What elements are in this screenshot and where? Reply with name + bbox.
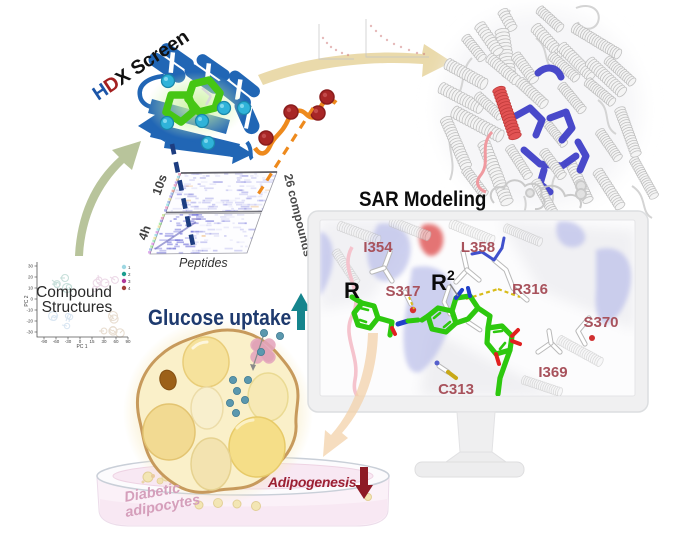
svg-text:S317: S317 <box>385 283 420 300</box>
svg-text:PC 2: PC 2 <box>24 295 30 306</box>
svg-text:-20: -20 <box>26 319 33 324</box>
svg-text:10s: 10s <box>150 173 170 197</box>
svg-text:4: 4 <box>128 286 131 291</box>
svg-text:SAR Modeling: SAR Modeling <box>359 188 486 211</box>
svg-text:0: 0 <box>79 339 82 344</box>
svg-text:1: 1 <box>128 265 131 270</box>
svg-text:L358: L358 <box>461 239 495 256</box>
svg-text:Structures: Structures <box>42 299 113 316</box>
svg-text:20: 20 <box>28 275 34 280</box>
svg-text:-60: -60 <box>53 339 60 344</box>
svg-text:R316: R316 <box>512 281 548 298</box>
svg-text:3: 3 <box>128 279 131 284</box>
svg-text:PC 1: PC 1 <box>76 344 87 350</box>
svg-text:Peptides: Peptides <box>179 256 228 270</box>
svg-text:-30: -30 <box>26 330 33 335</box>
svg-text:4h: 4h <box>136 224 154 243</box>
svg-text:-90: -90 <box>41 339 48 344</box>
svg-text:Glucose uptake: Glucose uptake <box>148 306 291 330</box>
svg-text:R: R <box>431 270 447 295</box>
svg-text:2: 2 <box>128 272 131 277</box>
svg-text:C313: C313 <box>438 381 474 398</box>
svg-text:90: 90 <box>125 339 131 344</box>
svg-text:I369: I369 <box>538 364 567 381</box>
svg-text:15: 15 <box>89 339 95 344</box>
svg-text:30: 30 <box>101 339 107 344</box>
svg-text:2: 2 <box>447 267 455 283</box>
svg-text:0: 0 <box>30 297 33 302</box>
svg-text:-30: -30 <box>65 339 72 344</box>
svg-text:60: 60 <box>113 339 119 344</box>
svg-text:Compound: Compound <box>36 284 112 301</box>
svg-text:R: R <box>344 278 360 303</box>
svg-text:-10: -10 <box>26 308 33 313</box>
svg-text:10: 10 <box>28 286 34 291</box>
svg-text:I354: I354 <box>363 239 393 256</box>
svg-text:S370: S370 <box>583 314 618 331</box>
svg-text:Adipogenesis: Adipogenesis <box>267 474 357 490</box>
svg-text:30: 30 <box>28 264 34 269</box>
